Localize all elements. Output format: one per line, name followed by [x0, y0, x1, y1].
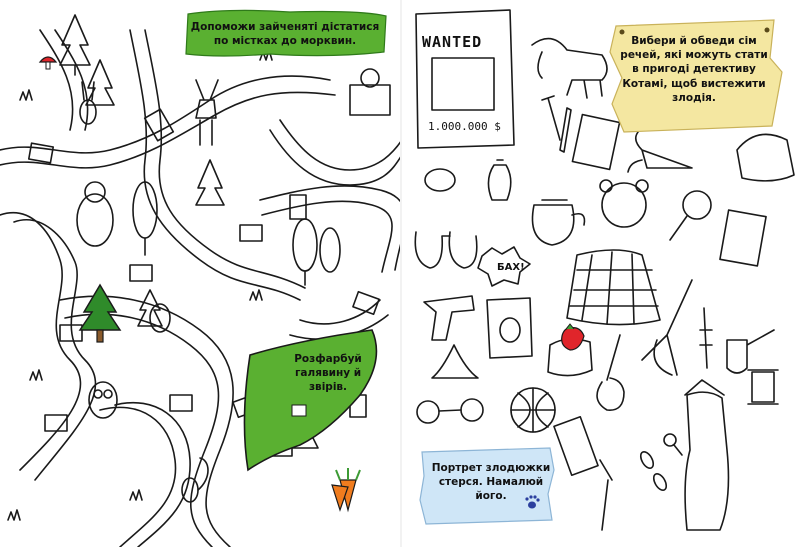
- carrot-icon: [331, 468, 361, 513]
- mushroom-icon: [38, 56, 58, 70]
- road-path: [261, 200, 393, 273]
- bridge: [143, 108, 175, 142]
- footprint-icon: [652, 473, 668, 491]
- instruction-banner: Допоможи зайченяті дістатися по містках …: [190, 20, 380, 47]
- guitar-icon: [596, 334, 625, 411]
- detective-fox-icon: [684, 391, 730, 531]
- pen-icon: [559, 107, 572, 153]
- dog-icon: [531, 37, 608, 99]
- bridge: [27, 142, 55, 164]
- road-path: [59, 295, 234, 547]
- road-path: [39, 29, 74, 131]
- owl: [88, 381, 118, 419]
- meadow-shape: [243, 329, 378, 472]
- bang-bubble: [477, 246, 531, 287]
- grass: [129, 489, 143, 501]
- bang-text: БАХ!: [497, 262, 525, 273]
- tree: [195, 159, 225, 206]
- grass: [19, 89, 33, 101]
- bridge: [169, 394, 193, 412]
- grass: [29, 369, 43, 381]
- bear: [76, 193, 114, 247]
- road-path: [99, 406, 177, 547]
- road-path: [114, 401, 191, 547]
- road-path: [129, 29, 301, 301]
- bridge: [239, 224, 263, 242]
- wanted-reward: 1.000.000 $: [428, 120, 501, 133]
- tree: [137, 289, 163, 327]
- detective-page: WANTED 1.000.000 $ БАХ! Вибери й обведи …: [402, 0, 804, 547]
- road-path: [144, 29, 306, 289]
- detective-items-drawing: [414, 9, 795, 531]
- notepad-icon: [571, 113, 621, 171]
- phone-icon: [719, 209, 767, 267]
- bridge: [129, 264, 153, 282]
- revolver-icon: [423, 295, 475, 341]
- grass: [7, 509, 21, 521]
- reading-animal: [349, 84, 391, 116]
- beaver: [149, 303, 171, 333]
- tree: [85, 59, 115, 106]
- colored-tree: [78, 283, 122, 343]
- bell-icon: [431, 344, 479, 379]
- tree: [59, 14, 91, 76]
- mirror-icon: [424, 168, 456, 192]
- road-path: [0, 75, 331, 154]
- fingerprint-card-icon: [486, 297, 533, 359]
- carrot-outline-icon: [627, 131, 693, 173]
- detective-instruction: Вибери й обведи сім речей, які можуть ст…: [620, 35, 768, 104]
- broom-icon: [641, 279, 693, 376]
- screwdriver-icon: [599, 459, 613, 531]
- grass: [249, 289, 263, 301]
- banner-top-shape: [185, 9, 387, 57]
- maze-page: Допоможи зайченяті дістатися по містках …: [0, 9, 402, 547]
- magnifier-icon: [682, 190, 712, 220]
- detective-note-shape: [609, 19, 783, 133]
- maze-drawing: [0, 14, 402, 547]
- bridge: [289, 194, 307, 220]
- walkie-talkie-icon: [553, 415, 599, 477]
- road-path: [269, 129, 402, 186]
- handcuffs-icon: [416, 400, 440, 424]
- syringe-icon: [699, 307, 713, 369]
- rabbit: [79, 99, 97, 125]
- road-path: [64, 313, 220, 547]
- nail-icon: [541, 95, 561, 141]
- tree: [319, 227, 341, 273]
- wanted-poster: [415, 9, 515, 149]
- road-path: [259, 185, 402, 271]
- bridge: [44, 414, 68, 432]
- teddy-bear-icon: [601, 182, 647, 228]
- detective-hat-icon: [736, 133, 795, 182]
- paw-icon: [525, 495, 540, 509]
- wanted-title: WANTED: [422, 33, 483, 51]
- deer: [195, 79, 219, 146]
- road-path: [0, 91, 336, 169]
- perfume-icon: [487, 159, 512, 201]
- strawberry-icon: [561, 323, 585, 351]
- road-path: [279, 119, 402, 171]
- binoculars-icon: [414, 231, 478, 269]
- road-path: [299, 299, 381, 325]
- thread-spool-icon: [747, 369, 779, 405]
- teapot-icon: [531, 199, 586, 246]
- bridge: [352, 290, 380, 316]
- meadow-instruction: Розфарбуй галявину й звірів.: [294, 353, 362, 394]
- portrait-instruction: Портрет злодюжки стерся. Намалюй його.: [431, 462, 551, 503]
- portrait-note-shape: [419, 447, 555, 525]
- road-path: [54, 29, 89, 131]
- bridge: [59, 324, 83, 342]
- pipe-icon: [726, 329, 775, 374]
- footprint-icon: [639, 451, 655, 469]
- plaid-cape-icon: [566, 249, 661, 326]
- road-path: [13, 219, 97, 481]
